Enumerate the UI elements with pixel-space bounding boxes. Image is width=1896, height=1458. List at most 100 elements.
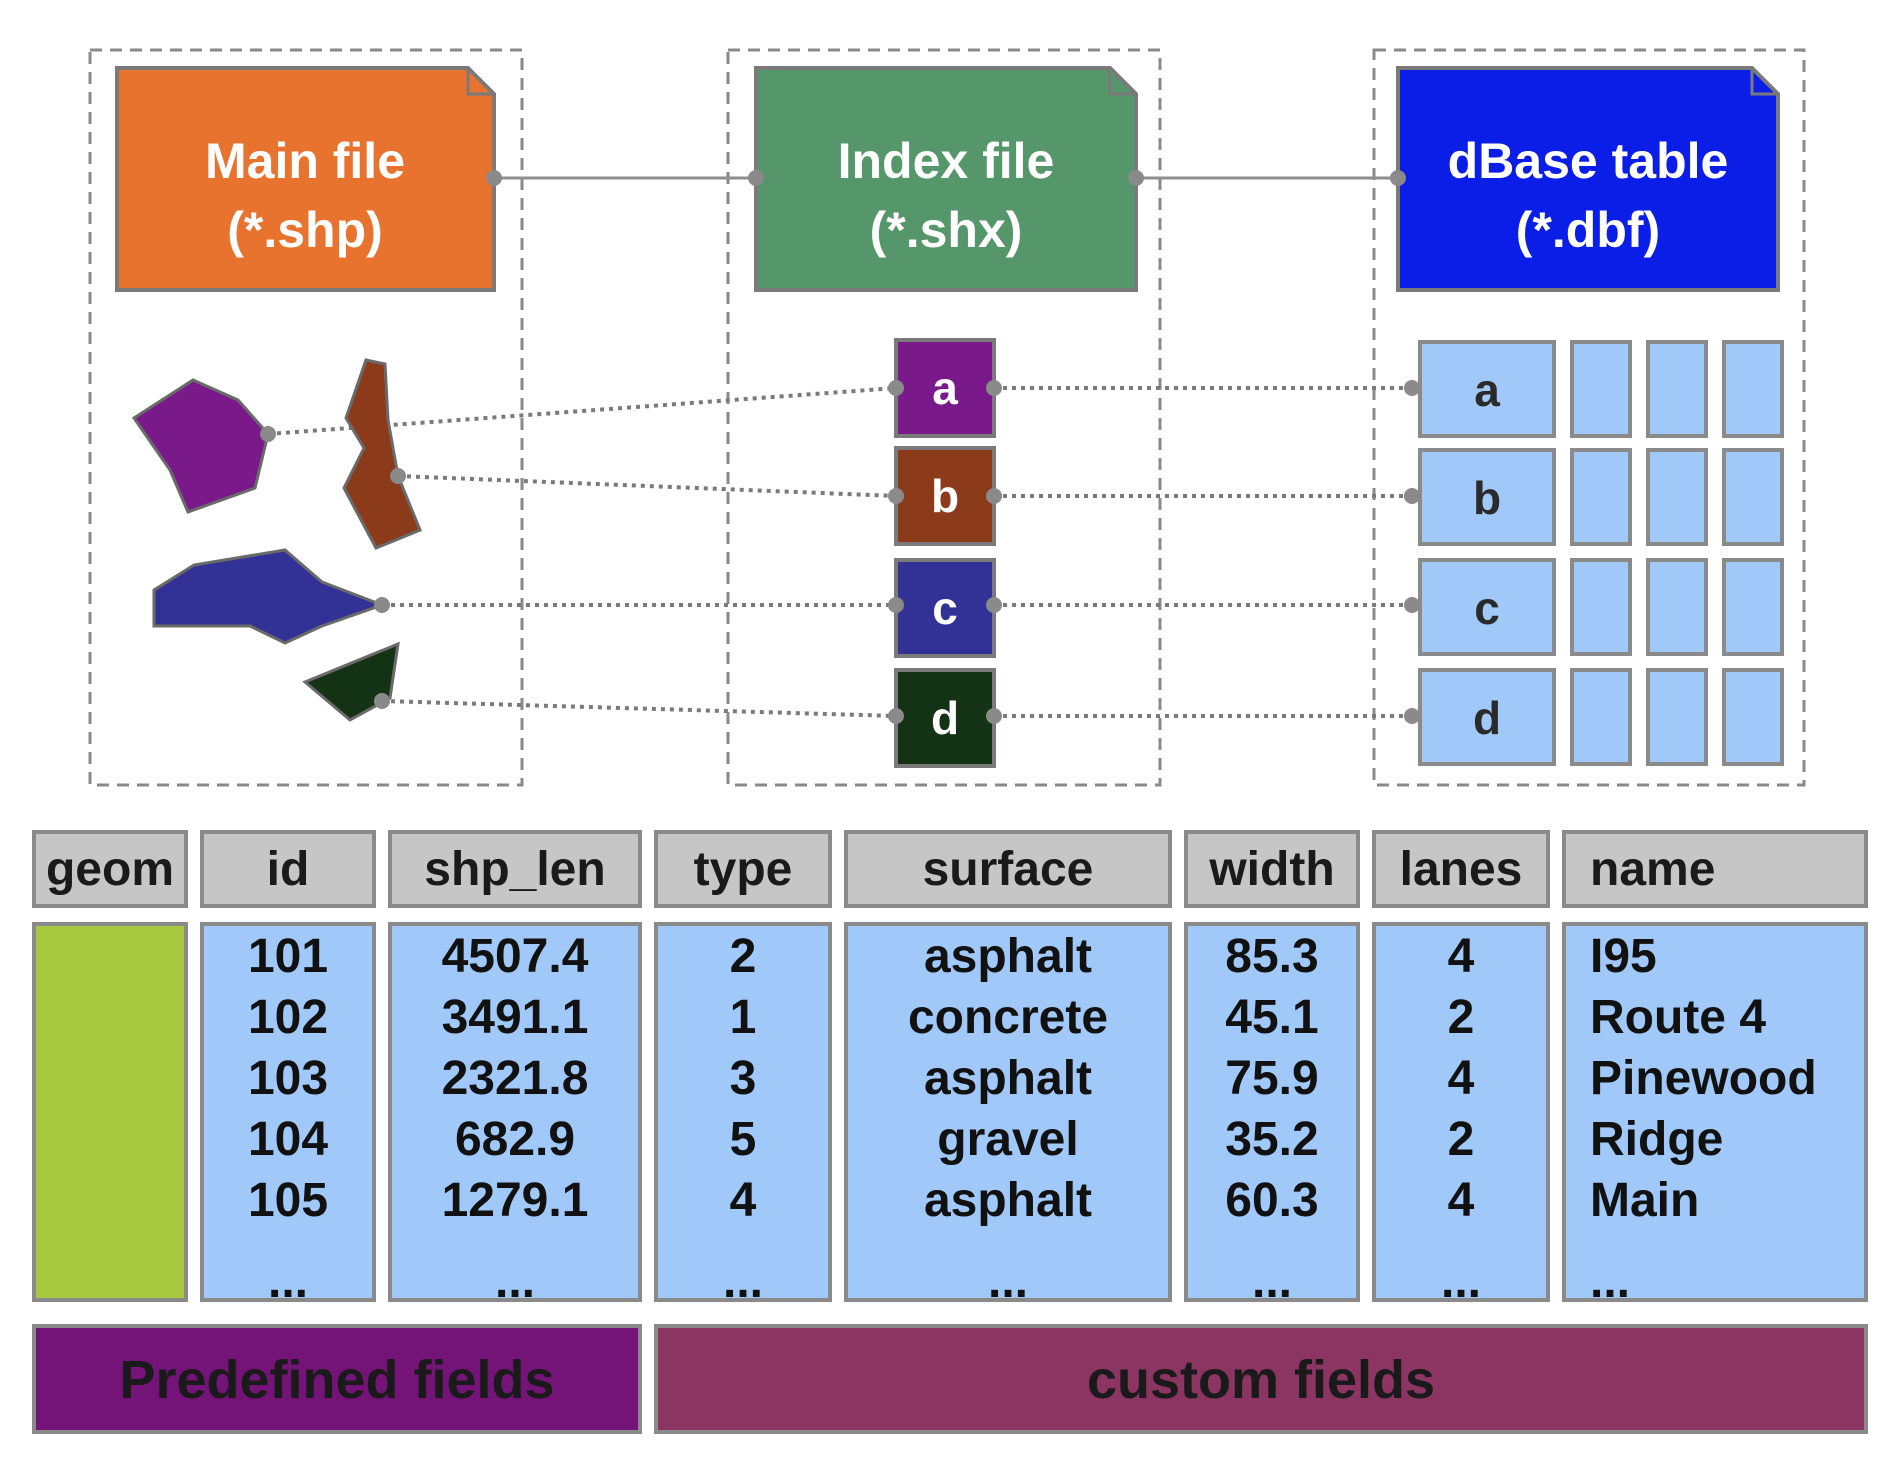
connector-dot xyxy=(1404,380,1420,396)
table-cell-value: 104 xyxy=(248,1113,328,1166)
connector-dot xyxy=(486,170,502,186)
table-cell-value: 4 xyxy=(1448,1174,1475,1227)
link-shape-d-to-index-d xyxy=(381,699,897,718)
table-cell-value: asphalt xyxy=(924,1174,1092,1227)
index-file-title: Index file xyxy=(838,133,1055,189)
shape-c-polygon xyxy=(152,548,387,645)
link-shape-b-to-index-b xyxy=(397,474,897,498)
connector-dot xyxy=(260,426,276,442)
dbase-row-d: d xyxy=(1418,668,1784,766)
table-cell-value: I95 xyxy=(1590,930,1657,983)
main-file-shape xyxy=(115,66,496,292)
column-values-cell xyxy=(654,922,832,1302)
geometry-shapes xyxy=(131,358,422,722)
dbase-table-box: dBase table (*.dbf) xyxy=(1396,66,1780,292)
column-header-label: id xyxy=(267,843,310,896)
dbase-row-a-key-cell xyxy=(1418,340,1556,438)
record-links xyxy=(267,386,1412,718)
dbase-row-a-label: a xyxy=(1474,364,1500,416)
connector-dot xyxy=(888,708,904,724)
connector-dot xyxy=(390,468,406,484)
column-header-cell xyxy=(200,830,376,908)
table-cell-value: Route 4 xyxy=(1590,991,1766,1044)
dbase-row-b-field-cell xyxy=(1646,448,1708,546)
connector-dot xyxy=(986,488,1002,504)
connector-dot xyxy=(374,597,390,613)
column-geom: geom xyxy=(32,830,188,1302)
table-cell-value: ... xyxy=(1441,1255,1481,1308)
index-nodes: a b c d xyxy=(894,338,996,768)
dbase-row-d-key-cell xyxy=(1418,668,1556,766)
index-file-extension: (*.shx) xyxy=(870,202,1023,258)
dbase-row-d-field-cell xyxy=(1570,668,1632,766)
column-width: width85.345.175.935.260.3... xyxy=(1184,830,1360,1308)
table-cell-value: 2 xyxy=(1448,1113,1475,1166)
table-cell-value: 103 xyxy=(248,1052,328,1105)
predefined-fields-label: Predefined fields xyxy=(119,1350,554,1410)
index-node-a-box xyxy=(894,338,996,438)
connector-dot xyxy=(1404,488,1420,504)
column-header-label: lanes xyxy=(1400,843,1523,896)
dbase-row-c-key-cell xyxy=(1418,558,1556,656)
dbase-row-c: c xyxy=(1418,558,1784,656)
index-file-box: Index file (*.shx) xyxy=(754,66,1138,292)
dbase-row-c-field-cell xyxy=(1570,558,1632,656)
connector-dot xyxy=(986,380,1002,396)
connector-dot xyxy=(374,693,390,709)
table-cell-value: 682.9 xyxy=(455,1113,575,1166)
connector-dot xyxy=(888,488,904,504)
dbase-row-b-field-cell xyxy=(1570,448,1632,546)
column-header-cell xyxy=(1184,830,1360,908)
dbase-row-c-field-cell xyxy=(1722,558,1784,656)
dbase-row-b-key-cell xyxy=(1418,448,1556,546)
main-file-title: Main file xyxy=(205,133,405,189)
dbase-row-c-field-cell xyxy=(1646,558,1708,656)
connector-points xyxy=(260,170,1420,724)
table-cell-value: Ridge xyxy=(1590,1113,1723,1166)
field-category-bands: Predefined fields custom fields xyxy=(32,1324,1868,1434)
custom-fields-label: custom fields xyxy=(1087,1350,1435,1410)
table-cell-value: ... xyxy=(988,1255,1028,1308)
index-file-fold xyxy=(1108,68,1136,96)
link-shape-a-to-index-a xyxy=(267,386,897,436)
table-cell-value: 2321.8 xyxy=(442,1052,589,1105)
connector-dot xyxy=(986,597,1002,613)
index-node-d: d xyxy=(894,668,996,768)
connector-dot xyxy=(1404,597,1420,613)
main-file-group-frame xyxy=(88,48,524,787)
custom-fields-band xyxy=(654,1324,1868,1434)
dbase-rows: a b c d xyxy=(1418,340,1784,766)
table-cell-value: 5 xyxy=(730,1113,757,1166)
table-cell-value: asphalt xyxy=(924,1052,1092,1105)
dbase-file-shape xyxy=(1396,66,1780,292)
dbase-table-group-frame xyxy=(1372,48,1806,787)
dbase-row-d-label: d xyxy=(1473,692,1501,744)
dbase-row-a-field-cell xyxy=(1722,340,1784,438)
table-cell-value: 45.1 xyxy=(1225,991,1318,1044)
dbase-row-d-field-cell xyxy=(1646,668,1708,766)
index-file-shape xyxy=(754,66,1138,292)
dbase-row-a: a xyxy=(1418,340,1784,438)
table-cell-value: 3 xyxy=(730,1052,757,1105)
index-node-b-label: b xyxy=(931,470,959,522)
dbase-file-fold xyxy=(1750,68,1778,96)
connector-dot xyxy=(1128,170,1144,186)
table-cell-value: 75.9 xyxy=(1225,1052,1318,1105)
connector-dot xyxy=(1390,170,1406,186)
table-cell-value: 4 xyxy=(1448,930,1475,983)
column-values-cell xyxy=(1372,922,1550,1302)
index-node-c-label: c xyxy=(932,582,958,634)
table-cell-value: 101 xyxy=(248,930,328,983)
table-cell-value: ... xyxy=(495,1255,535,1308)
table-cell-value: 4 xyxy=(730,1174,757,1227)
column-id: id101102103104105... xyxy=(200,830,376,1308)
main-file-box: Main file (*.shp) xyxy=(115,66,496,292)
index-node-c-box xyxy=(894,558,996,658)
column-lanes: lanes42424... xyxy=(1372,830,1550,1308)
table-cell-value: 2 xyxy=(1448,991,1475,1044)
dbase-row-b: b xyxy=(1418,448,1784,546)
column-header-cell xyxy=(388,830,642,908)
geometry-cell xyxy=(32,922,188,1302)
